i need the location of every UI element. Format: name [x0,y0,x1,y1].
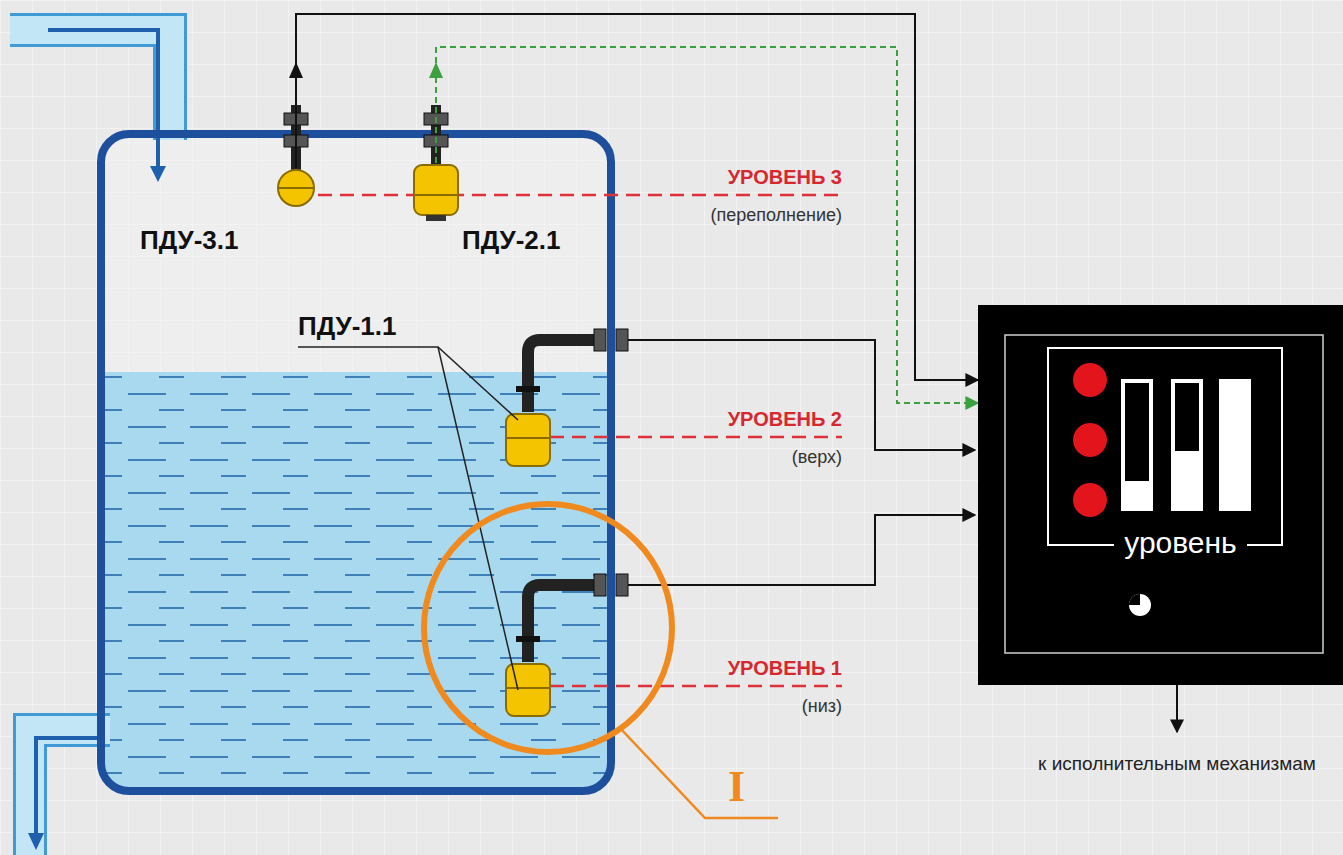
level-bar [1172,380,1202,510]
callout-leader [620,728,778,818]
panel-frame [1005,335,1323,653]
tank-wall [101,134,611,791]
part-name: ПДУ-1.1 [298,312,397,342]
level-3-line [318,194,842,197]
level-2-line [550,436,842,439]
nut [616,329,628,351]
level-bar-empty [1175,383,1199,451]
level-bar [1220,380,1250,510]
outlet-flow [36,738,98,835]
level-note: (низ) [802,696,842,717]
cylinder-outline [414,163,458,217]
level-controller: уровень [978,305,1343,685]
float-band [506,687,550,689]
panel-outline [978,305,1343,685]
sensor-name: ПДУ-2.1 [462,226,561,256]
outlet-arrowhead [28,833,44,850]
signal-wire [296,14,978,380]
nut [594,574,606,596]
level-note: (переполнение) [710,205,842,226]
knob-ground [1127,592,1153,618]
float [506,414,550,466]
float-cap [426,215,446,221]
sensor-name: ПДУ-3.1 [140,226,239,256]
display-frame [1048,348,1282,545]
signal-wire [628,340,975,450]
level-note: (верх) [792,447,842,468]
level-name: УРОВЕНЬ 2 [728,408,842,431]
float-body [414,165,458,215]
callout-number: I [728,762,745,813]
level-1-line [550,685,842,688]
elbow [528,340,600,412]
signal-wire [628,515,975,585]
elbow [528,585,600,662]
indicator-lamp [1073,483,1107,517]
float-sensor: ПДУ-3.1 [276,168,316,208]
detail-circle [424,504,672,752]
side-sensor-upper [506,329,628,466]
nut [594,329,606,351]
side-sensor-lower [506,574,628,716]
inlet-pipe [10,30,170,140]
level-bar [1122,380,1152,510]
water-ripples [101,372,611,791]
level-bar-empty [1125,383,1149,481]
display-caption: уровень [1114,526,1247,561]
indicator-lamp [1073,423,1107,457]
nut [616,574,628,596]
float [506,664,550,716]
inlet-pipe-edge [10,30,170,140]
water [101,372,611,791]
float-band [506,437,550,439]
collar [516,636,540,642]
tank-grid [101,134,611,791]
collar [516,386,540,392]
leader-line [438,347,518,690]
panel-body [978,305,1343,685]
knob [1129,594,1151,616]
tank-inside [101,134,611,791]
signal-wire [436,47,978,403]
level-name: УРОВЕНЬ 1 [728,657,842,680]
inlet-arrowhead [150,166,166,182]
sphere-outline [276,168,316,208]
knob-mark [1129,594,1140,605]
output-arrow [1176,685,1178,732]
float-ball [278,170,314,206]
output-note: к исполнительным механизмам [1032,752,1322,777]
float-band [278,187,314,189]
float-sensor: ПДУ-2.1 [414,163,458,217]
level-name: УРОВЕНЬ 3 [728,166,842,189]
indicator-lamp [1073,363,1107,397]
leader-line [298,347,518,420]
float-band [414,194,458,196]
